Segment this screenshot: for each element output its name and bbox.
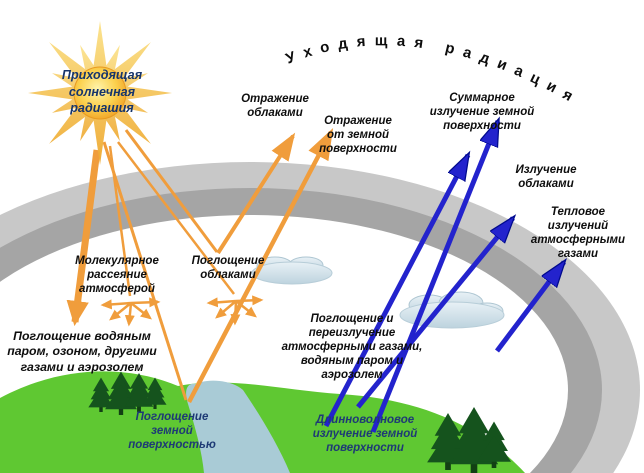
total-surface-arrow-2 bbox=[370, 121, 501, 433]
river bbox=[186, 380, 290, 473]
sun-rays bbox=[102, 129, 235, 401]
incoming-ray-to-cloud bbox=[124, 129, 219, 253]
tree-icon bbox=[88, 377, 114, 412]
reflection-surface-arrow bbox=[187, 128, 334, 404]
cloud-radiation-arrow bbox=[356, 218, 513, 409]
reflection-clouds-arrow bbox=[216, 132, 296, 255]
thermal-gases-arrow bbox=[495, 262, 564, 353]
sun-icon bbox=[28, 21, 172, 165]
cloud-icon bbox=[251, 256, 333, 285]
total-surface-arrow bbox=[323, 155, 468, 428]
outgoing-arrows bbox=[323, 121, 564, 433]
pine-trees bbox=[88, 371, 512, 473]
scattering-burst bbox=[100, 297, 161, 327]
tree-icon bbox=[143, 377, 167, 409]
cloud-icon bbox=[399, 291, 505, 329]
tree-icon bbox=[476, 421, 512, 468]
incoming-ray-to-scatter-2 bbox=[117, 141, 235, 295]
incoming-ray-to-scatter-1 bbox=[108, 145, 132, 297]
outgoing-radiation-title: Уходящая радиация bbox=[283, 32, 583, 109]
gas-absorption-arrow bbox=[66, 149, 101, 327]
incoming-ray-to-surface bbox=[102, 141, 188, 401]
